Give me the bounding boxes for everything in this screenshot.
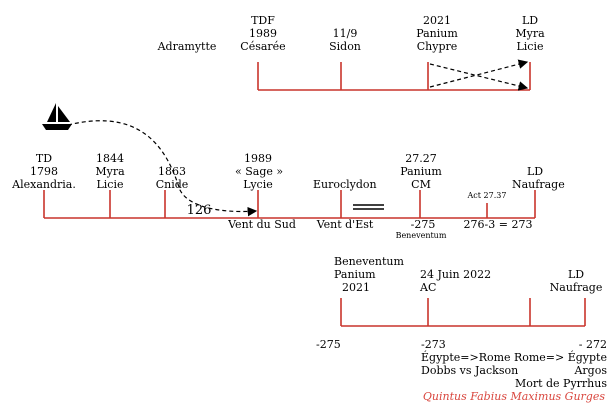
top-label-tdf: TDF 1989 Césarée xyxy=(240,14,286,53)
mid-label-td: TD 1798 Alexandria. xyxy=(12,152,76,191)
bottom-label-naufrage: LD Naufrage xyxy=(549,268,603,294)
bottom-below-rome-egypte: - 272 Rome=> Égypte Argos Mort de Pyrrhu… xyxy=(513,338,607,390)
mid-label-1989: 1989 « Sage » Lycie xyxy=(235,152,284,191)
voyage-arrow xyxy=(67,120,258,217)
mid-below-minus275: -275 xyxy=(410,218,436,231)
bottom-left-value: -275 xyxy=(316,338,341,351)
middle-timeline-axis xyxy=(43,190,536,219)
mid-below-beneventum: Beneventum xyxy=(395,231,447,240)
mid-below-calc: 276-3 = 273 xyxy=(463,218,533,231)
top-label-sidon: 11/9 Sidon xyxy=(329,27,361,53)
bottom-below-egypte-rome: -273 Égypte=>Rome Dobbs vs Jackson xyxy=(421,338,519,377)
mid-below-vent-est: Vent d'Est xyxy=(316,218,374,231)
signature-text: Quintus Fabius Maximus Gurges xyxy=(422,390,605,403)
mid-below-vent-sud: Vent du Sud xyxy=(228,218,296,231)
mid-label-act: Act 27.37 xyxy=(467,191,507,200)
mid-label-euroclydon: Euroclydon xyxy=(313,178,377,191)
voyage-count: 126 xyxy=(186,203,212,218)
double-line-sign xyxy=(353,204,384,210)
mid-label-panium: 27.27 Panium CM xyxy=(400,152,442,191)
bottom-label-ac: 24 Juin 2022 AC xyxy=(420,268,492,294)
top-cross-arrows xyxy=(429,59,529,91)
bottom-timeline-axis xyxy=(340,298,586,327)
top-label-panium: 2021 Panium Chypre xyxy=(416,14,458,53)
bottom-label-beneventum: Beneventum Panium 2021 xyxy=(334,255,404,294)
top-timeline-axis xyxy=(257,62,531,91)
top-label-adramytte: Adramytte xyxy=(157,40,217,53)
top-label-ld: LD Myra Licie xyxy=(515,14,545,53)
sailboat-icon xyxy=(42,103,72,130)
mid-label-1844: 1844 Myra Licie xyxy=(95,152,125,191)
mid-label-1863: 1863 Cnide xyxy=(155,165,189,191)
mid-label-naufrage: LD Naufrage xyxy=(512,165,565,191)
